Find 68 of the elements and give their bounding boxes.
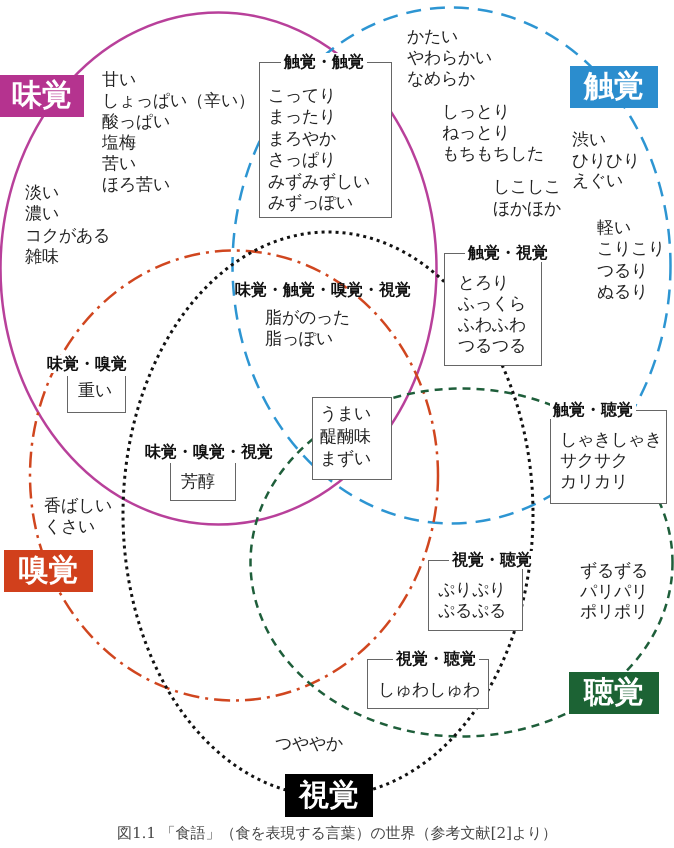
sense-label: 味覚 <box>0 75 84 117</box>
descriptor-word: 香ばしい <box>44 496 112 517</box>
descriptor-word: とろり <box>458 272 509 294</box>
descriptor-word: かたい <box>407 27 458 48</box>
descriptor-word: ぬるり <box>597 282 648 303</box>
descriptor-word: コクがある <box>25 226 110 247</box>
sense-label: 視覚 <box>285 774 373 817</box>
descriptor-word: ぷりぷり <box>438 580 506 600</box>
descriptor-word: みずっぽい <box>268 193 353 214</box>
descriptor-word: こってり <box>268 86 336 107</box>
descriptor-word: しっとり <box>442 102 510 123</box>
descriptor-word: もちもちした <box>442 144 544 165</box>
descriptor-word: 脂っぽい <box>265 329 333 350</box>
descriptor-word: さっぱり <box>268 150 336 172</box>
descriptor-word: 甘い <box>102 70 136 91</box>
bracket-frame <box>367 650 489 709</box>
descriptor-word: えぐい <box>572 171 623 192</box>
descriptor-word: 酸っぱい <box>102 112 170 133</box>
descriptor-word: しゅわしゅわ <box>378 680 480 700</box>
descriptor-word: ほかほか <box>493 199 561 220</box>
descriptor-word: 脂がのった <box>265 308 350 329</box>
overlap-heading: 触覚・触覚 <box>281 53 367 71</box>
overlap-heading: 視覚・聴覚 <box>449 551 535 569</box>
descriptor-word: 軽い <box>597 218 631 239</box>
descriptor-word: 雑味 <box>25 246 59 268</box>
descriptor-word: うまい <box>320 404 371 425</box>
descriptor-word: まろやか <box>268 128 336 150</box>
descriptor-word: つるつる <box>458 336 526 356</box>
descriptor-word: サクサク <box>560 450 628 472</box>
descriptor-word: カリカリ <box>560 472 628 492</box>
descriptor-word: パリパリ <box>580 582 648 602</box>
sense-label: 触覚 <box>570 66 658 108</box>
bracket-frame <box>259 53 392 218</box>
descriptor-word: くさい <box>44 517 95 538</box>
descriptor-word: みずみずしい <box>268 172 370 193</box>
descriptor-word: まずい <box>320 449 371 470</box>
descriptor-word: つややか <box>275 734 343 755</box>
descriptor-word: ねっとり <box>442 123 510 144</box>
descriptor-word: しこしこ <box>493 177 561 198</box>
descriptor-word: なめらか <box>407 69 475 90</box>
descriptor-word: 渋い <box>572 130 606 151</box>
descriptor-word: つるり <box>597 260 648 282</box>
sense-label: 嗅覚 <box>4 550 93 592</box>
descriptor-word: しょっぱい（辛い） <box>102 91 255 112</box>
region-heading: 味覚・触覚・嗅覚・視覚 <box>235 279 411 300</box>
descriptor-word: 醍醐味 <box>320 426 371 448</box>
framed-box <box>312 397 392 480</box>
figure-caption: 図1.1 「食語」（食を表現する言葉）の世界（参考文献[2]より） <box>117 824 557 842</box>
descriptor-word: ふわふわ <box>458 314 526 336</box>
descriptor-word: まったり <box>268 107 336 128</box>
descriptor-word: ほろ苦い <box>102 175 170 196</box>
overlap-heading: 視覚・聴覚 <box>393 650 479 668</box>
descriptor-word: こりこり <box>597 239 665 260</box>
descriptor-word: 塩梅 <box>102 133 136 154</box>
descriptor-word: ずるずる <box>580 561 648 582</box>
descriptor-word: 淡い <box>25 183 59 204</box>
descriptor-word: ぷるぷる <box>438 600 506 622</box>
descriptor-word: 濃い <box>25 204 59 226</box>
descriptor-word: ひりひり <box>572 150 640 172</box>
descriptor-word: ポリポリ <box>580 602 648 623</box>
descriptor-word: ふっくら <box>458 294 526 314</box>
descriptor-word: やわらかい <box>407 48 492 69</box>
descriptor-word: 芳醇 <box>181 472 215 492</box>
descriptor-word: 重い <box>78 380 112 402</box>
descriptor-word: 苦い <box>102 154 136 175</box>
descriptor-word: しゃきしゃき <box>560 430 662 450</box>
overlap-heading: 触覚・聴覚 <box>550 401 636 419</box>
sense-label: 聴覚 <box>569 672 659 714</box>
